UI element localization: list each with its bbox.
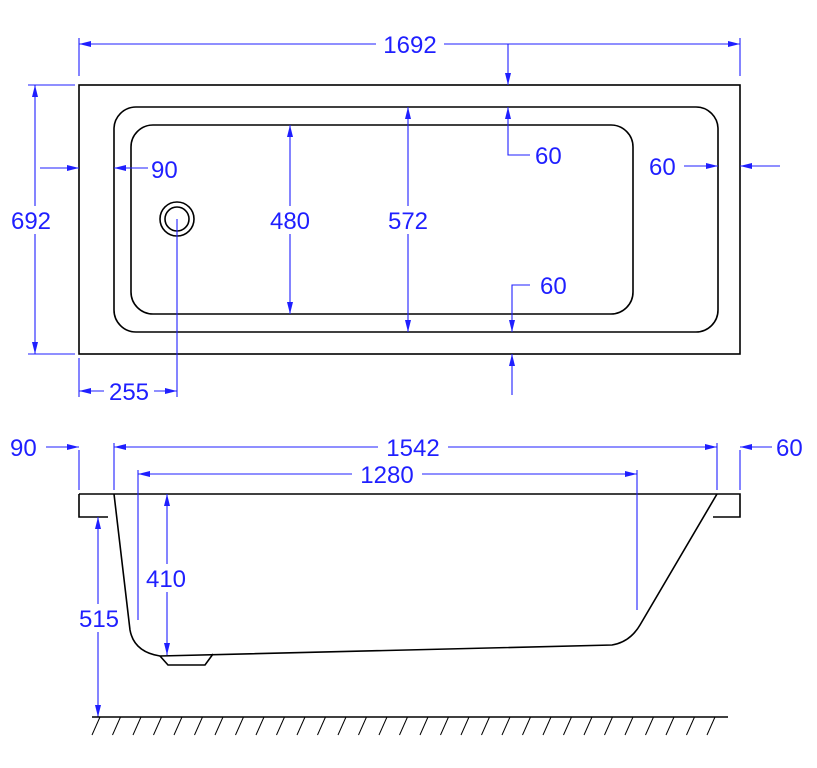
hatch-line	[194, 716, 203, 736]
hatch-line	[276, 716, 285, 736]
tub-rim-profile	[78, 493, 741, 518]
dim-inner-width: 572	[382, 107, 434, 332]
dim-rim-top: 60	[505, 44, 562, 170]
label-basin-width: 480	[270, 208, 310, 235]
label-rim-right: 60	[649, 154, 676, 181]
side-view: 90 60 1542 1280 410	[10, 433, 803, 736]
hatch-line	[563, 716, 572, 736]
hatch-line	[358, 716, 367, 736]
hatch-line	[706, 716, 716, 736]
hatch-line	[235, 716, 244, 736]
label-bottom-length: 1280	[360, 462, 413, 489]
hatch-line	[481, 716, 490, 736]
label-rim-top: 60	[535, 143, 562, 170]
label-drain-offset: 255	[109, 379, 149, 406]
tub-body-profile	[113, 493, 718, 657]
hatch-line	[604, 716, 613, 736]
hatch-line	[132, 716, 142, 736]
hatch-line	[419, 716, 429, 736]
hatch-line	[112, 716, 121, 736]
dim-top-inner-length: 1542	[113, 433, 718, 490]
dim-drain-offset: 255	[78, 219, 178, 406]
label-inner-width: 572	[388, 208, 428, 235]
hatch-line	[317, 716, 326, 736]
dim-overall-length: 1692	[78, 30, 741, 76]
dim-overall-width: 692	[4, 84, 75, 355]
hatch-line	[296, 716, 306, 736]
hatch-line	[153, 716, 162, 736]
top-view: 1692 692 90 60 60	[4, 30, 780, 406]
label-overall-width: 692	[11, 208, 51, 235]
hatch-line	[583, 716, 593, 736]
hatch-line	[624, 716, 634, 736]
dim-rim-left: 90	[40, 157, 178, 184]
label-rim-left: 90	[151, 157, 178, 184]
dim-basin-width: 480	[264, 125, 316, 314]
tub-inner-edge	[113, 106, 719, 333]
tub-foot	[159, 653, 214, 666]
hatch-line	[173, 716, 183, 736]
hatch-line	[501, 716, 511, 736]
hatch-line	[542, 716, 552, 736]
hatch-line	[214, 716, 224, 736]
tub-basin	[130, 124, 634, 315]
label-rim-bottom: 60	[540, 273, 567, 300]
hatch-line	[665, 716, 675, 736]
hatch-line	[399, 716, 408, 736]
hatch-line	[460, 716, 470, 736]
dim-rim-bottom: 60	[509, 273, 567, 395]
hatch-line	[91, 716, 101, 736]
dim-rim-right: 60	[649, 154, 780, 181]
label-side-rim-right: 60	[776, 435, 803, 462]
dim-bottom-length: 1280	[137, 460, 638, 620]
dim-side-rim-right: 60	[739, 435, 803, 490]
hatch-line	[522, 716, 531, 736]
tub-outer-rim	[78, 84, 741, 355]
hatch-line	[440, 716, 449, 736]
dim-side-rim-left: 90	[10, 435, 80, 490]
label-top-inner-length: 1542	[386, 435, 439, 462]
label-height-to-floor: 515	[79, 606, 119, 633]
label-overall-length: 1692	[383, 32, 436, 59]
hatch-line	[645, 716, 654, 736]
label-side-rim-left: 90	[10, 435, 37, 462]
hatch-line	[337, 716, 347, 736]
dim-height-to-floor: 515	[74, 517, 124, 717]
dim-depth: 410	[141, 494, 193, 655]
floor-hatch	[91, 716, 728, 736]
hatch-line	[686, 716, 695, 736]
hatch-line	[255, 716, 265, 736]
hatch-line	[378, 716, 388, 736]
label-depth: 410	[146, 566, 186, 593]
